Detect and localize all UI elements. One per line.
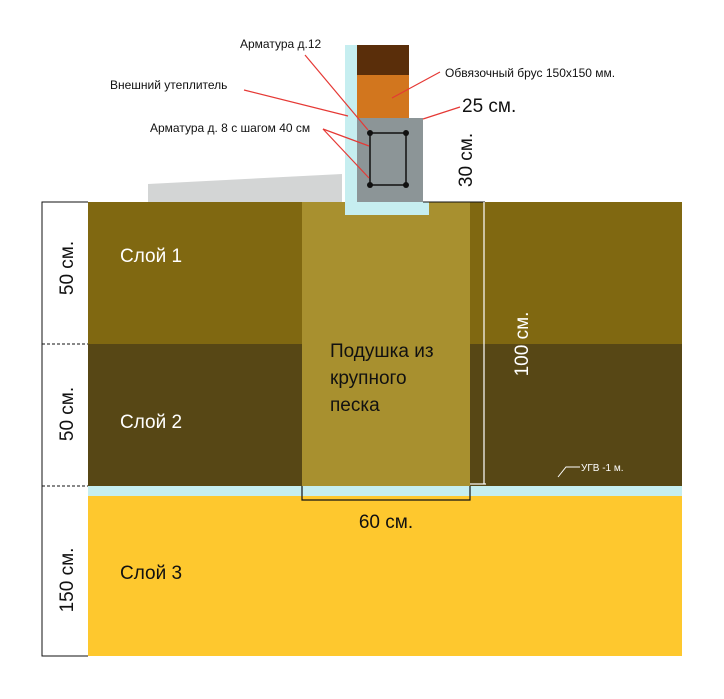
foundation-height-label: 30 см. bbox=[456, 133, 477, 187]
sand-cushion bbox=[302, 202, 470, 486]
leader-insulation bbox=[243, 89, 349, 117]
layer-2-thickness: 50 см. bbox=[57, 387, 78, 441]
cushion-depth-label: 100 см. bbox=[512, 312, 533, 377]
dim-60-bracket bbox=[301, 486, 471, 501]
insulation-wall bbox=[345, 45, 357, 215]
layer-2-label: Слой 2 bbox=[120, 412, 182, 433]
cushion-label-line-3: песка bbox=[330, 395, 380, 416]
leader-rebar8-b bbox=[322, 128, 370, 179]
rebar-dot bbox=[403, 182, 409, 188]
layer-3-band bbox=[88, 496, 682, 656]
leader-width bbox=[422, 106, 461, 120]
insulation-base bbox=[345, 202, 429, 215]
groundwater-label: УГВ -1 м. bbox=[581, 463, 624, 474]
cushion-label-line-1: Подушка из bbox=[330, 341, 434, 362]
left-scale-frame bbox=[41, 201, 88, 657]
rebar-dot bbox=[367, 182, 373, 188]
rebar-cage bbox=[369, 132, 407, 186]
beam-label: Обвязочный брус 150х150 мм. bbox=[445, 66, 615, 80]
concrete-strip bbox=[357, 118, 423, 202]
rebar-dot bbox=[367, 130, 373, 136]
layer-1-label: Слой 1 bbox=[120, 246, 182, 267]
rebar8-label: Арматура д. 8 с шагом 40 см bbox=[150, 121, 310, 135]
cushion-label-line-2: крупного bbox=[330, 368, 407, 389]
blind-area bbox=[148, 174, 342, 202]
cushion-width-label: 60 см. bbox=[359, 512, 413, 533]
groundwater-strip bbox=[88, 486, 682, 496]
leader-beam bbox=[391, 71, 441, 99]
groundwater-marker bbox=[557, 466, 580, 478]
insulation-label: Внешний утеплитель bbox=[110, 78, 227, 92]
leader-rebar12 bbox=[304, 54, 369, 131]
layer-3-label: Слой 3 bbox=[120, 563, 182, 584]
layer-3-thickness: 150 см. bbox=[57, 548, 78, 613]
rebar12-label: Арматура д.12 bbox=[240, 37, 322, 51]
rebar-dot bbox=[403, 130, 409, 136]
leader-rebar8-a bbox=[322, 128, 370, 147]
foundation-width-label: 25 см. bbox=[462, 96, 516, 117]
beam-dark-top bbox=[357, 45, 409, 75]
layer-1-thickness: 50 см. bbox=[57, 241, 78, 295]
beam-lower bbox=[357, 75, 409, 118]
